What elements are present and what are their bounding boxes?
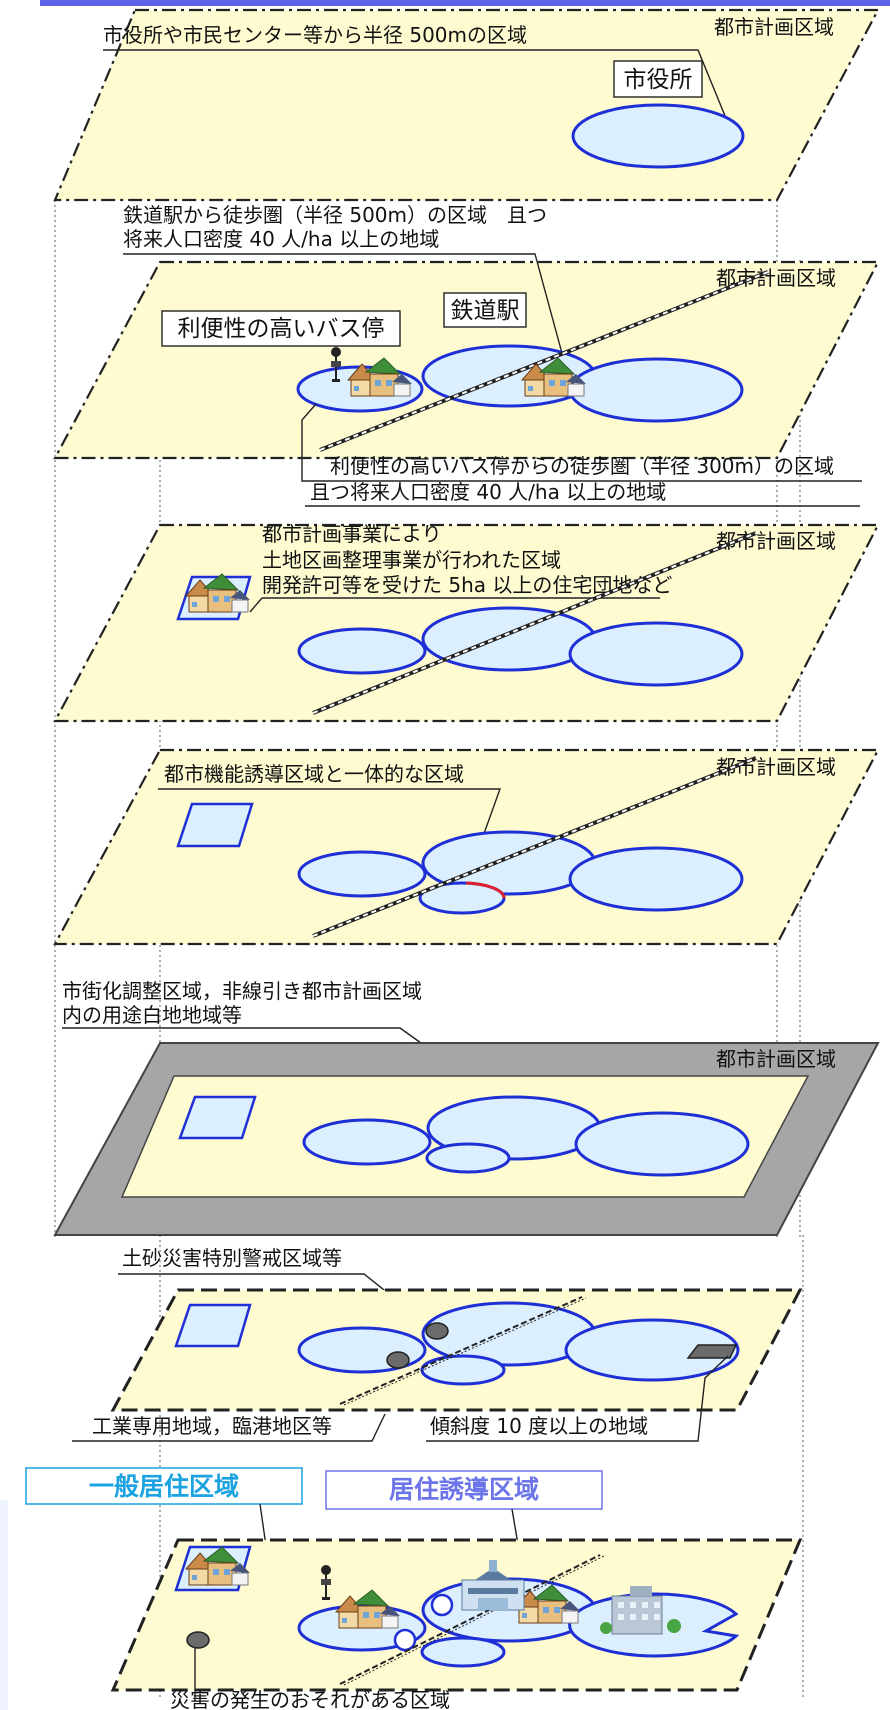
- cityhall-box: [613, 60, 703, 98]
- cityhall-radius-note: 市役所や市民センター等から半径 500mの区域: [103, 23, 527, 47]
- housing-estate-parcel-5: [178, 1095, 257, 1140]
- legend-residential-induction-box: [325, 1470, 603, 1510]
- hazard-area-note: 災害の発生のおそれがある区域: [170, 1688, 450, 1710]
- readjustment-note-line1: 都市計画事業により: [262, 522, 442, 546]
- busstop-circle-4: [297, 850, 427, 898]
- railway-line-6: [339, 1296, 583, 1405]
- busstop-note-line2: 且つ将来人口密度 40 人/ha 以上の地域: [310, 480, 666, 504]
- railway-line-2: [319, 270, 769, 452]
- station-label: 鉄道駅: [451, 298, 520, 324]
- cityhall-circle-4: [568, 846, 744, 912]
- layer-urbanization-control: 市街化調整区域，非線引き都市計画区域 内の用途白地地域等 都市計画区域: [53, 979, 880, 1236]
- railway-line-6-edge: [343, 1297, 587, 1406]
- landslide-note: 土砂災害特別警戒区域等: [122, 1246, 342, 1270]
- busstop-label: 利便性の高いバス停: [178, 316, 385, 342]
- integrated-circle-5: [425, 1142, 511, 1174]
- station-note-line1: 鉄道駅から徒歩圏（半径 500m）の区域 且つ: [123, 203, 547, 227]
- plan-area-label-1: 都市計画区域: [714, 15, 834, 39]
- hazard-marker: [186, 1631, 210, 1649]
- housing-estate-parcel-4: [176, 802, 254, 848]
- slope-leader: [426, 1355, 729, 1442]
- cityhall-label: 市役所: [624, 67, 693, 93]
- busstop-circle-5: [302, 1118, 432, 1166]
- integrated-circle-7: [420, 1636, 506, 1668]
- slope-zone-marker: [686, 1344, 738, 1359]
- legend-residential-induction: 居住誘導区域: [389, 1475, 539, 1504]
- cityhall-circle-2: [568, 357, 744, 423]
- slope-note: 傾斜度 10 度以上の地域: [430, 1414, 648, 1438]
- cityhall-circle-6: [564, 1318, 740, 1382]
- industrial-zone-marker: [386, 1351, 410, 1369]
- layer-land-readjustment: 都市計画区域 都市計画事業により 土地区画整理事業が行われた区域 開発許可等を受…: [53, 522, 880, 723]
- legend-general-residential-box: [25, 1467, 303, 1505]
- station-note-line2: 将来人口密度 40 人/ha 以上の地域: [123, 227, 439, 251]
- excluded-spot-b: [393, 1628, 417, 1652]
- station-building-icon: [461, 1560, 525, 1611]
- railway-line-7: [339, 1554, 601, 1685]
- integrated-circle-6: [420, 1354, 506, 1386]
- integrated-area-note: 都市機能誘導区域と一体的な区域: [164, 762, 464, 786]
- plan-area-label-5: 都市計画区域: [716, 1047, 836, 1071]
- layer-result: 災害の発生のおそれがある区域: [110, 1538, 803, 1710]
- landslide-zone-marker: [425, 1322, 449, 1340]
- railway-line-7-edge: [343, 1555, 605, 1686]
- readjustment-leader-line: [249, 597, 263, 613]
- top-accent-bar: [40, 0, 890, 6]
- industrial-leader: [72, 1413, 386, 1442]
- busstop-note-line1: 利便性の高いバス停からの徒歩圏（半径 300m）の区域: [330, 454, 834, 478]
- cityhall-radius-circle: [571, 103, 745, 169]
- station-box: [443, 292, 527, 328]
- cityhall-circle-3: [568, 621, 744, 687]
- legend-general-residential: 一般居住区域: [89, 1472, 239, 1501]
- cityhall-leader-line: [103, 49, 731, 129]
- layer-integrated-area: 都市計画区域 都市機能誘導区域と一体的な区域: [53, 748, 880, 946]
- legend: 一般居住区域 居住誘導区域: [25, 1467, 603, 1581]
- busstop-box: [161, 310, 401, 347]
- station-circle-3: [421, 606, 597, 672]
- busstop-circle-3: [297, 627, 427, 675]
- cityhall-circle-5: [574, 1111, 750, 1177]
- railway-line-3-dash: [312, 532, 757, 714]
- layer-hazard-exclusion: 土砂災害特別警戒区域等 工業専用地域，臨港地区等 傾斜度 10 度以上の地域: [72, 1246, 803, 1442]
- control-area-note-line2: 内の用途白地地域等: [62, 1003, 242, 1027]
- excluded-spot-a: [430, 1593, 454, 1617]
- railway-line-4-dash: [312, 757, 757, 937]
- readjustment-note-line2: 土地区画整理事業が行われた区域: [262, 548, 561, 572]
- layer-station: 鉄道駅から徒歩圏（半径 500m）の区域 且つ 将来人口密度 40 人/ha 以…: [53, 203, 880, 507]
- busstop-leader-line: [301, 403, 862, 482]
- industrial-note: 工業専用地域，臨港地区等: [92, 1414, 332, 1438]
- station-leader-line: [123, 253, 567, 369]
- control-area-note-line1: 市街化調整区域，非線引き都市計画区域: [62, 979, 422, 1003]
- housing-estate-parcel-6: [174, 1303, 252, 1348]
- layer-cityhall: 都市計画区域 市役所や市民センター等から半径 500mの区域 市役所: [53, 8, 880, 202]
- integrated-boundary-arc: [465, 881, 506, 899]
- left-edge-strip: [0, 1500, 8, 1710]
- cityhall-building-icon: [600, 1586, 681, 1635]
